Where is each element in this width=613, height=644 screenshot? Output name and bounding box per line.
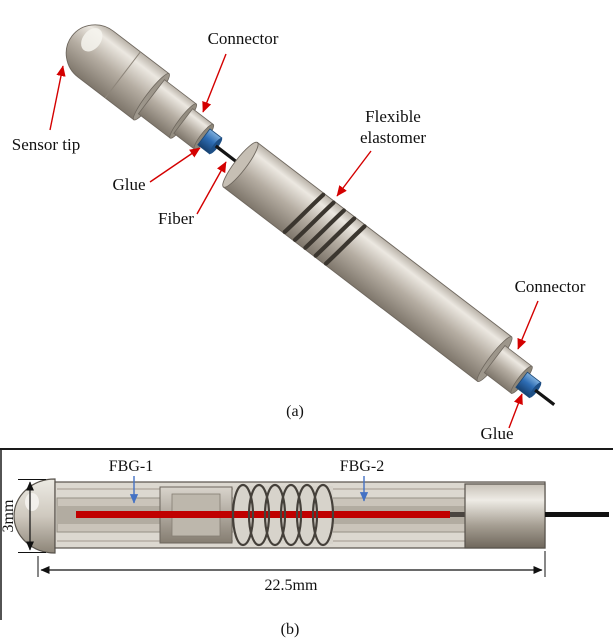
label-glue-top: Glue xyxy=(112,175,145,194)
section-connector-right xyxy=(464,483,546,549)
fiber-stub xyxy=(534,388,556,406)
label-sensor-tip: Sensor tip xyxy=(12,135,80,154)
panel-a-annotations: Connector Sensor tip Glue Fiber Flexible… xyxy=(12,29,586,443)
dome-highlight xyxy=(81,28,103,52)
spring-coil xyxy=(231,483,335,547)
arrow-connector-right xyxy=(517,300,539,350)
label-3mm: 3mm xyxy=(0,499,17,532)
cross-section-view xyxy=(13,478,609,554)
arrow-sensor-tip xyxy=(49,65,66,131)
bore-fiber-grey xyxy=(448,512,470,517)
optical-fiber-red xyxy=(76,511,450,518)
section-dome xyxy=(13,478,56,554)
arrow-glue-top xyxy=(149,147,201,183)
section-dome-highlight xyxy=(25,493,39,511)
label-connector-top: Connector xyxy=(208,29,279,48)
arrow-glue-bottom xyxy=(508,393,523,429)
label-fbg2: FBG-2 xyxy=(340,458,384,475)
label-fbg1: FBG-1 xyxy=(109,458,153,475)
arrow-connector-top xyxy=(202,53,227,113)
caption-b: (b) xyxy=(281,621,300,638)
panel-b-annotations: FBG-1 FBG-2 3mm 22.5mm (b) xyxy=(0,458,546,638)
probe-assembly-3d xyxy=(65,24,556,406)
elastomer-slits xyxy=(282,192,367,266)
label-connector-right: Connector xyxy=(515,277,586,296)
arrow-elastomer xyxy=(336,150,372,197)
main-body-face xyxy=(222,141,259,188)
panel-a: Connector Sensor tip Glue Fiber Flexible… xyxy=(12,24,586,443)
external-fiber xyxy=(545,512,609,517)
caption-a: (a) xyxy=(286,403,304,420)
label-glue-bottom: Glue xyxy=(480,424,513,443)
arrow-fiber xyxy=(196,161,227,215)
label-22-5mm: 22.5mm xyxy=(265,577,318,594)
panel-b: FBG-1 FBG-2 3mm 22.5mm (b) xyxy=(0,448,613,638)
label-elastomer-line1: Flexible xyxy=(365,107,421,126)
tip-seam-line xyxy=(104,51,141,99)
label-elastomer-line2: elastomer xyxy=(360,128,426,147)
main-body-cylinder xyxy=(222,141,513,382)
label-fiber: Fiber xyxy=(158,209,194,228)
